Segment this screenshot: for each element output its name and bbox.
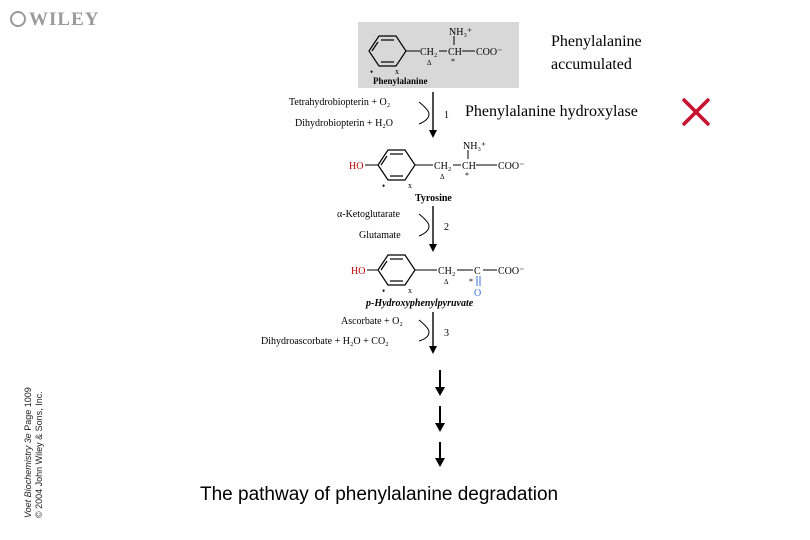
- step2-cofactor-in: α-Ketoglutarate: [337, 209, 401, 220]
- tyrosine-x: x: [408, 181, 412, 190]
- step1-curve: [418, 101, 430, 125]
- step1-cofactor-in: Tetrahydrobiopterin + O₂: [289, 97, 390, 108]
- step3-curve: [418, 319, 430, 342]
- tyrosine-star: *: [465, 171, 469, 180]
- hpp-o: O: [474, 288, 481, 299]
- benzene-ring-1: [368, 35, 407, 67]
- tyrosine-coo: COO⁻: [498, 161, 524, 172]
- step1-cofactor-out: Dihydrobiopterin + H₂O: [295, 118, 393, 129]
- coo-label: COO⁻: [476, 47, 502, 58]
- step3-cofactor-in: Ascorbate + O₂: [341, 316, 403, 327]
- step1-arrowhead: [429, 130, 437, 138]
- accumulated-note-line2: accumulated: [551, 56, 632, 73]
- hpp-bullet: •: [382, 286, 385, 296]
- x-label: x: [395, 67, 399, 76]
- tyrosine-label: Tyrosine: [415, 193, 452, 204]
- pathway-svg: CH₂ CH NH₃⁺ COO⁻ Δ * • x Phenylalanine T…: [261, 22, 524, 354]
- red-x-icon: [681, 97, 711, 127]
- phenylalanine-label: Phenylalanine: [373, 76, 428, 86]
- book-title: Voet Biochemistry 3e: [23, 433, 33, 518]
- hpp-coo: COO⁻: [498, 266, 524, 277]
- delta-label: Δ: [427, 59, 432, 67]
- benzene-ring-3: [377, 254, 416, 286]
- step3-number: 3: [444, 328, 449, 339]
- step2-number: 2: [444, 222, 449, 233]
- phenylalanine-highlight-box: [358, 22, 519, 88]
- continuation-arrow-1: [435, 370, 445, 396]
- nh3-label: NH₃⁺: [449, 27, 472, 38]
- continuation-arrow-2: [435, 406, 445, 432]
- accumulated-note-line1: Phenylalanine: [551, 33, 642, 50]
- copyright-sidebar: Voet Biochemistry 3e Page 1009 © 2004 Jo…: [23, 387, 45, 518]
- wiley-emblem-icon: [10, 11, 26, 27]
- hpp-label: p-Hydroxyphenylpyruvate: [365, 298, 474, 309]
- pathway-figure: CH₂ CH NH₃⁺ COO⁻ Δ * • x Phenylalanine T…: [261, 14, 543, 359]
- step3-cofactor-out: Dihydroascorbate + H₂O + CO₂: [261, 336, 389, 347]
- tyrosine-ch2: CH₂: [434, 161, 451, 172]
- tyrosine-ch: CH: [462, 161, 476, 172]
- slide-title: The pathway of phenylalanine degradation: [200, 484, 559, 505]
- hpp-delta: Δ: [444, 278, 449, 286]
- wiley-logo: WILEY: [10, 9, 99, 31]
- ch-label: CH: [448, 47, 462, 58]
- step3-arrowhead: [429, 346, 437, 354]
- hpp-ho-label: HO: [351, 266, 365, 277]
- ch2-label: CH₂: [420, 47, 437, 58]
- tyrosine-ho-label: HO: [349, 161, 363, 172]
- step1-number: 1: [444, 110, 449, 121]
- hpp-c: C: [474, 266, 481, 277]
- tyrosine-delta: Δ: [440, 173, 445, 181]
- continuation-arrow-3: [435, 442, 445, 467]
- enzyme-label: Phenylalanine hydroxylase: [465, 103, 638, 120]
- benzene-ring-2: [377, 149, 416, 181]
- step2-curve: [418, 213, 430, 237]
- copyright-text: © 2004 John Wiley & Sons, Inc.: [34, 391, 44, 518]
- hpp-x: x: [408, 286, 412, 295]
- continuation-arrows: [435, 370, 445, 467]
- step2-arrowhead: [429, 244, 437, 252]
- accumulated-note: Phenylalanine accumulated: [551, 30, 642, 76]
- tyrosine-nh3: NH₃⁺: [463, 141, 486, 152]
- tyrosine-bullet: •: [382, 181, 385, 191]
- star-label: *: [451, 57, 455, 66]
- hpp-ch2: CH₂: [438, 266, 455, 277]
- page-number: Page 1009: [23, 387, 33, 434]
- bullet-label: •: [370, 67, 373, 77]
- hpp-star: *: [469, 277, 473, 286]
- wiley-logo-text: WILEY: [29, 9, 100, 30]
- step2-cofactor-out: Glutamate: [359, 230, 401, 241]
